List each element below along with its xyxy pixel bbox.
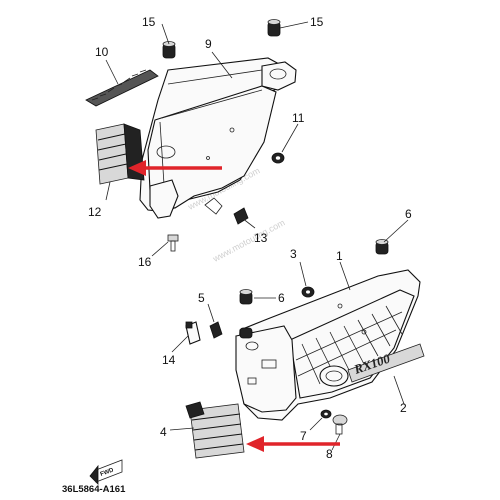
part-11-strip xyxy=(85,69,159,107)
fwd-text: FWD xyxy=(100,467,116,478)
mount-seat xyxy=(245,341,259,351)
side-cover-10-contour xyxy=(167,69,263,85)
callout-14: 13 xyxy=(254,231,268,245)
panel-pin-hole xyxy=(361,329,367,335)
callout-9: 14 xyxy=(162,353,176,367)
callout-3: 3 xyxy=(290,247,297,261)
part-14-clip xyxy=(233,207,249,225)
callout-16: 16 xyxy=(138,255,152,269)
part-12-washer xyxy=(271,152,285,164)
callout-15: 15 xyxy=(310,15,324,29)
part-5-clip xyxy=(209,321,223,339)
panel-louvers xyxy=(295,311,403,377)
part-13-louver xyxy=(95,123,145,185)
panel-pin-hole xyxy=(337,303,343,309)
callout-15: 15 xyxy=(142,15,156,29)
cover-pin-hole xyxy=(206,156,210,160)
part-15-grommet-left xyxy=(162,41,176,59)
block-slot xyxy=(247,377,257,385)
side-cover-10-top-rim xyxy=(261,61,297,91)
part-16-screw xyxy=(167,234,179,252)
callout-11: 10 xyxy=(95,45,109,59)
leader-lines xyxy=(105,21,409,451)
highlight-arrow-upper xyxy=(128,160,222,176)
upper-side-cover-assembly xyxy=(139,57,297,219)
part-6-grommet-upper xyxy=(375,239,389,255)
cover-lower-mount xyxy=(149,179,179,219)
part-4-louver xyxy=(185,401,245,459)
callout-labels: 15 15 9 10 11 12 13 16 6 3 1 6 5 14 2 4 … xyxy=(88,15,412,461)
callout-13: 12 xyxy=(88,205,102,219)
panel-louvers xyxy=(301,305,403,385)
callout-5: 5 xyxy=(198,291,205,305)
callout-10: 9 xyxy=(205,37,212,51)
part-8-screw xyxy=(332,414,348,435)
cover-pin-hole xyxy=(229,127,235,133)
side-cover-10-front xyxy=(147,85,277,209)
callout-8: 8 xyxy=(326,447,333,461)
part-9-holder xyxy=(185,321,201,345)
fwd-indicator: FWD xyxy=(89,459,123,485)
callout-4: 4 xyxy=(160,425,167,439)
panel-round-feature xyxy=(319,365,349,387)
cover-hole xyxy=(269,68,287,80)
part-15-grommet-right xyxy=(267,19,281,37)
highlight-arrow-lower xyxy=(246,436,340,452)
callout-6: 6 xyxy=(278,291,285,305)
watermark-text: www.motouling.com xyxy=(210,217,286,264)
part-3-washer xyxy=(301,286,315,298)
block-slot xyxy=(261,359,277,369)
callout-1: 1 xyxy=(336,249,343,263)
arrow-head xyxy=(246,436,264,452)
side-cover-1-block xyxy=(235,325,297,413)
part-2-emblem: RX100 xyxy=(347,343,425,383)
part-6-grommet-lower xyxy=(239,327,253,339)
lower-side-cover-assembly xyxy=(235,269,421,421)
callout-7: 7 xyxy=(300,429,307,443)
diagram-code: 36L5864-A161 xyxy=(62,484,126,495)
callout-2: 2 xyxy=(400,401,407,415)
cover-clip xyxy=(204,197,223,215)
panel-round-feature-inner xyxy=(325,370,343,382)
cover-grommet-seat xyxy=(156,145,176,159)
arrow-head xyxy=(128,160,146,176)
part-6-grommet-middle xyxy=(239,289,253,305)
callout-12: 11 xyxy=(292,111,305,125)
part-7-washer xyxy=(320,409,332,419)
callout-6: 6 xyxy=(405,207,412,221)
side-cover-10-contour xyxy=(161,89,263,119)
